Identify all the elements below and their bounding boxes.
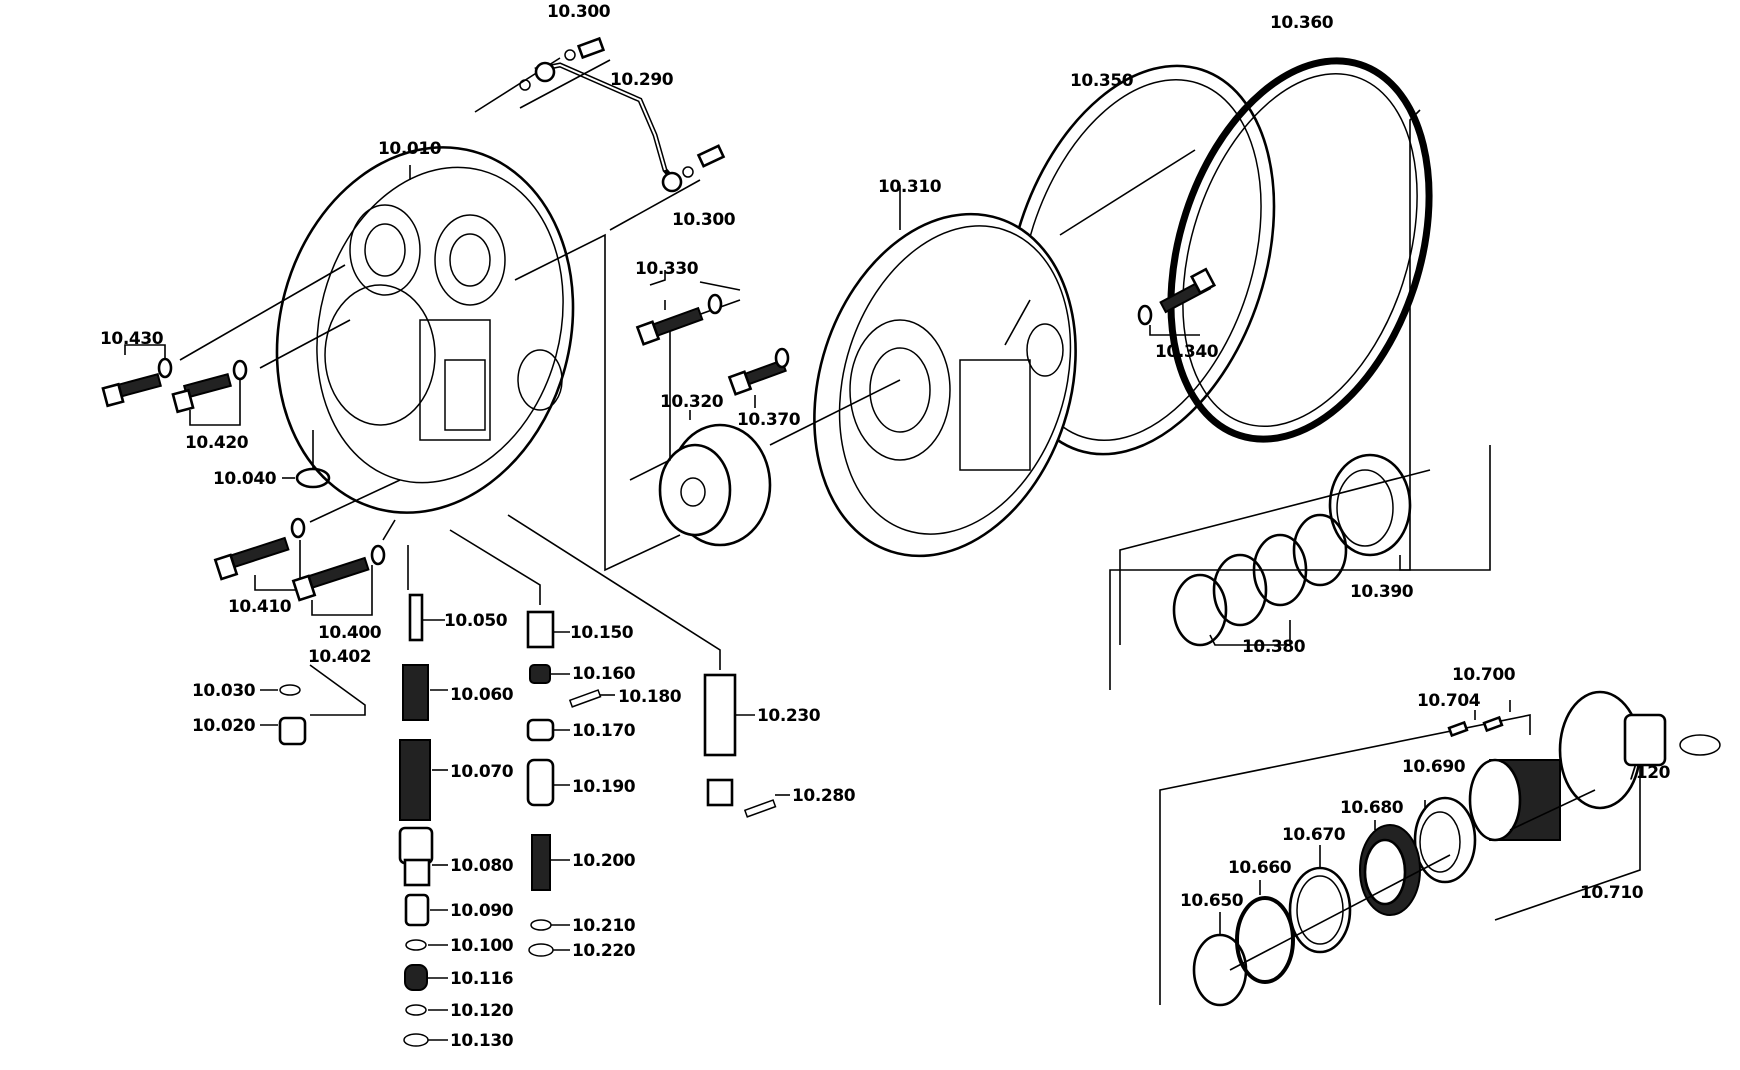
label-10680: 10.680 bbox=[1340, 798, 1404, 818]
valve-column-1 bbox=[398, 545, 448, 1047]
plate-10310 bbox=[769, 185, 1077, 558]
housing-10010 bbox=[275, 146, 681, 572]
label-10090: 10.090 bbox=[450, 901, 514, 921]
bolt-10340 bbox=[1137, 267, 1217, 336]
label-10040: 10.040 bbox=[213, 469, 277, 489]
bolts-left-lower bbox=[213, 479, 401, 616]
label-10340: 10.340 bbox=[1155, 342, 1219, 362]
label-10300-lower: 10.300 bbox=[672, 210, 736, 230]
label-10150: 10.150 bbox=[570, 623, 634, 643]
label-10704: 10.704 bbox=[1417, 691, 1481, 711]
label-10050: 10.050 bbox=[444, 611, 508, 631]
label-10690: 10.690 bbox=[1402, 757, 1466, 777]
label-10116: 10.116 bbox=[450, 969, 513, 989]
label-10280: 10.280 bbox=[792, 786, 856, 806]
label-10330: 10.330 bbox=[635, 259, 699, 279]
bolt-10330 bbox=[635, 270, 741, 346]
label-10120: 10.120 bbox=[450, 1001, 514, 1021]
label-10430: 10.430 bbox=[100, 329, 164, 349]
label-10100: 10.100 bbox=[450, 936, 514, 956]
label-10130: 10.130 bbox=[450, 1031, 514, 1051]
label-10060: 10.060 bbox=[450, 685, 514, 705]
label-10210: 10.210 bbox=[572, 916, 636, 936]
pump-gear-10320 bbox=[629, 299, 772, 547]
bolt-10370 bbox=[727, 347, 790, 408]
label-10160: 10.160 bbox=[572, 664, 636, 684]
label-10190: 10.190 bbox=[572, 777, 636, 797]
oil-pipe-assembly bbox=[474, 36, 726, 231]
label-10670: 10.670 bbox=[1282, 825, 1346, 845]
shaft-assembly bbox=[1159, 690, 1721, 1005]
output-rings bbox=[1192, 796, 1477, 1007]
label-10290: 10.290 bbox=[610, 70, 674, 90]
label-10230: 10.230 bbox=[757, 706, 821, 726]
label-10200: 10.200 bbox=[572, 851, 636, 871]
label-10350: 10.350 bbox=[1070, 71, 1134, 91]
plug-assembly bbox=[260, 664, 366, 746]
label-120: /120 bbox=[1630, 763, 1671, 783]
oring-10040 bbox=[282, 430, 331, 489]
label-10360: 10.360 bbox=[1270, 13, 1334, 33]
label-10030: 10.030 bbox=[192, 681, 256, 701]
label-10310: 10.310 bbox=[878, 177, 942, 197]
label-10400: 10.400 bbox=[318, 623, 382, 643]
label-10390: 10.390 bbox=[1350, 582, 1414, 602]
label-10420: 10.420 bbox=[185, 433, 249, 453]
label-10170: 10.170 bbox=[572, 721, 636, 741]
label-10370: 10.370 bbox=[737, 410, 801, 430]
label-10020: 10.020 bbox=[192, 716, 256, 736]
label-10070: 10.070 bbox=[450, 762, 514, 782]
label-10410: 10.410 bbox=[228, 597, 292, 617]
label-10180: 10.180 bbox=[618, 687, 682, 707]
label-10650: 10.650 bbox=[1180, 891, 1244, 911]
part-labels: 10.300 10.290 10.300 10.360 10.350 10.01… bbox=[100, 2, 1671, 1051]
bolts-left-upper bbox=[101, 264, 351, 426]
label-10300-top: 10.300 bbox=[547, 2, 611, 22]
label-10380: 10.380 bbox=[1242, 637, 1306, 657]
valve-column-2 bbox=[449, 529, 615, 957]
valve-column-3 bbox=[507, 514, 790, 818]
label-10080: 10.080 bbox=[450, 856, 514, 876]
label-10402: 10.402 bbox=[308, 647, 371, 667]
label-10710: 10.710 bbox=[1580, 883, 1644, 903]
label-10010: 10.010 bbox=[378, 139, 442, 159]
label-10220: 10.220 bbox=[572, 941, 636, 961]
label-10700: 10.700 bbox=[1452, 665, 1516, 685]
label-10660: 10.660 bbox=[1228, 858, 1292, 878]
seal-rings bbox=[1119, 445, 1491, 647]
gasket-10360 bbox=[1167, 57, 1433, 443]
label-10320: 10.320 bbox=[660, 392, 724, 412]
